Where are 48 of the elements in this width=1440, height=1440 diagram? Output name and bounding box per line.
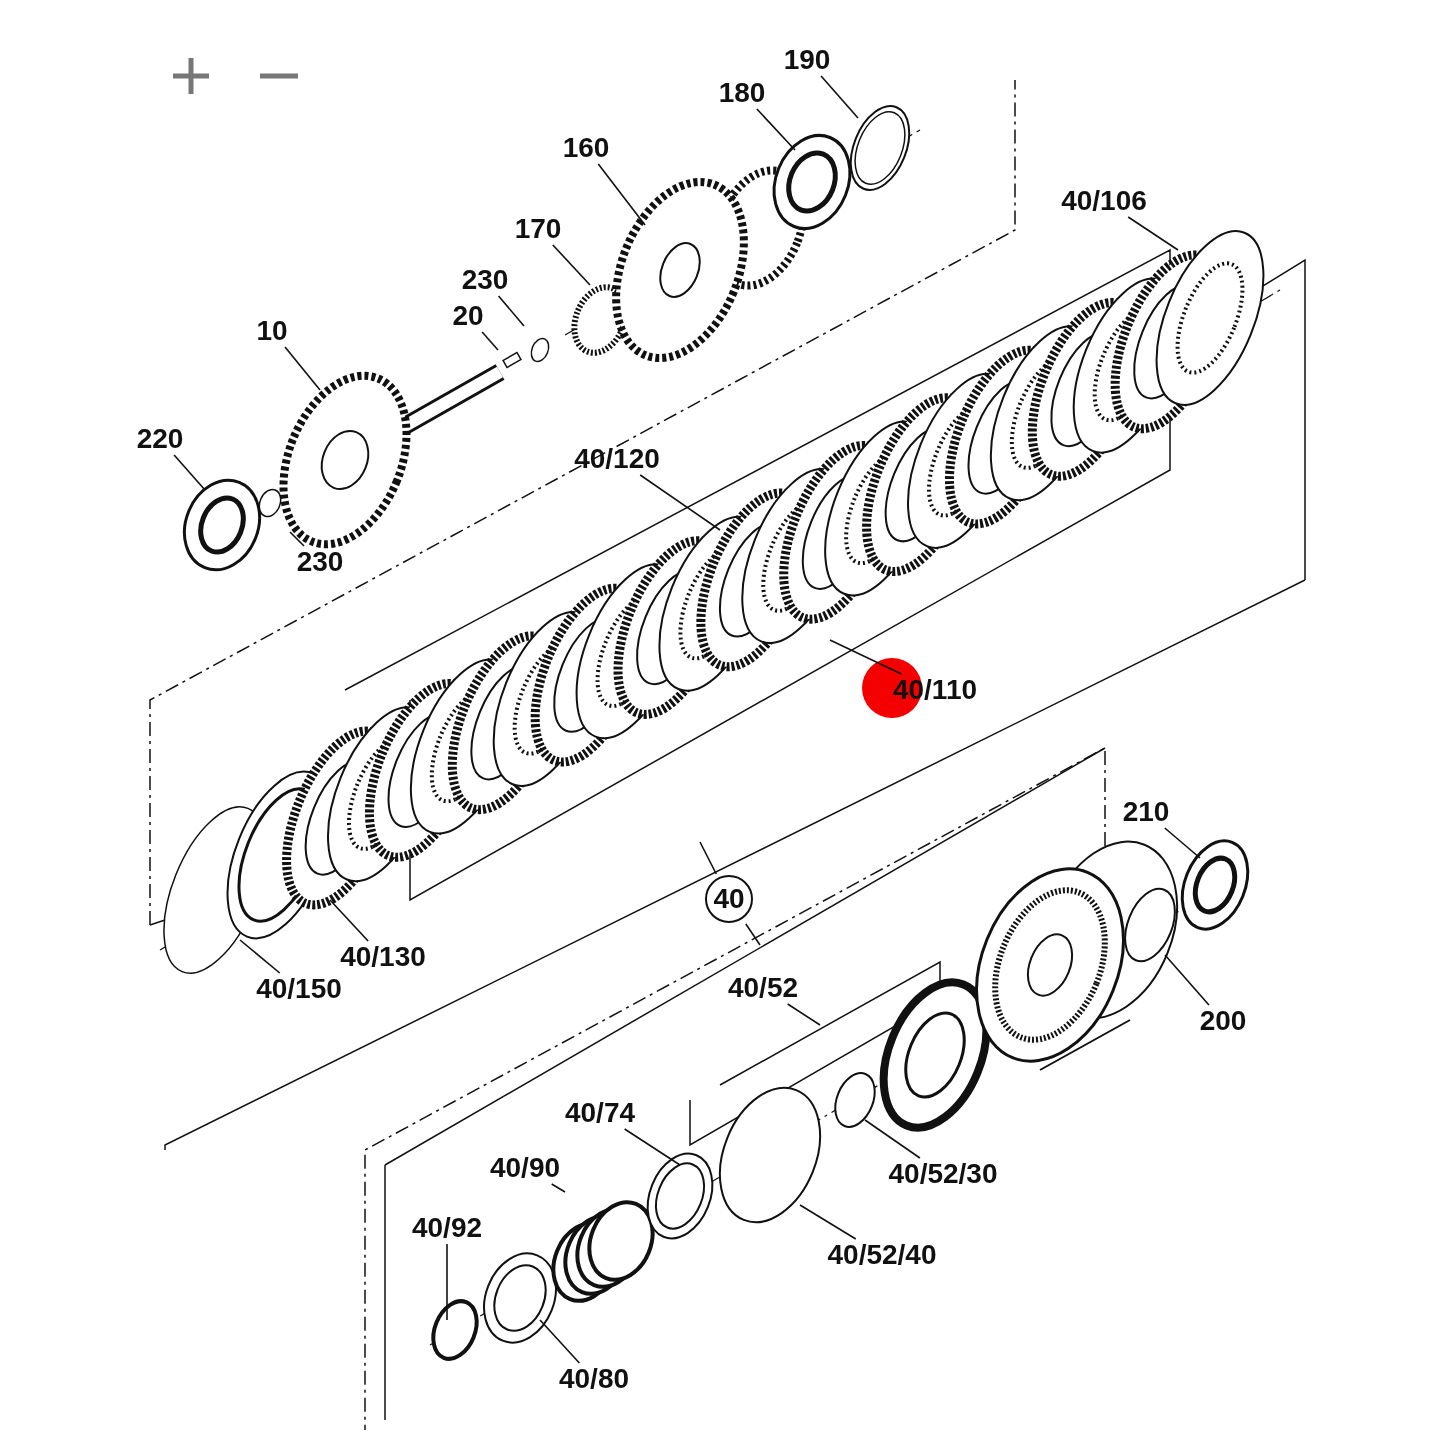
leader-line (639, 474, 721, 531)
callout-number: 40/130 (340, 942, 426, 972)
callout-number: 210 (1122, 797, 1170, 827)
leader-line (1164, 827, 1201, 859)
callout-number: 40/52/40 (827, 1240, 937, 1270)
callout-number: 10 (256, 316, 288, 346)
leader-line (289, 531, 305, 547)
leader-line (284, 346, 321, 391)
circled-callout-number: 40 (705, 875, 753, 923)
leader-line (1127, 216, 1179, 251)
leader-line (597, 163, 646, 226)
leader-line (552, 244, 591, 286)
callout-number: 40/106 (1061, 186, 1147, 216)
leader-line (820, 75, 859, 119)
leader-line (1164, 954, 1210, 1006)
callout-number: 40/150 (256, 974, 342, 1004)
callout-number: 160 (562, 133, 610, 163)
callout-number: 200 (1199, 1006, 1247, 1036)
callout-number: 40/52 (727, 973, 799, 1003)
leader-line (550, 1183, 566, 1193)
callout-number: 190 (783, 45, 831, 75)
callout-number: 180 (718, 78, 766, 108)
callout-number: 20 (452, 301, 484, 331)
leader-line (539, 1319, 581, 1364)
leader-line (864, 1119, 921, 1159)
leader-line (173, 454, 206, 491)
callout-number: 40/74 (564, 1098, 636, 1128)
leader-line (329, 899, 369, 942)
leader-line (829, 639, 903, 675)
callout-number: 220 (136, 424, 184, 454)
callout-number: 230 (461, 265, 509, 295)
leader-line (239, 939, 281, 974)
leader-line (497, 295, 525, 327)
callout-number: 40/90 (489, 1153, 561, 1183)
callout-number: 40/120 (574, 444, 660, 474)
leader-line (699, 841, 718, 875)
leader-line (799, 1204, 857, 1240)
leader-line (481, 331, 499, 351)
callout-number: 40/52/30 (888, 1159, 998, 1189)
callout-number: 40/80 (558, 1364, 630, 1394)
leader-line (745, 923, 761, 946)
leader-line (786, 1003, 821, 1026)
leader-line (756, 108, 796, 151)
callout-number: 170 (514, 214, 562, 244)
callout-number: 40/92 (411, 1213, 483, 1243)
leader-line (623, 1128, 681, 1166)
callout-number: 230 (296, 547, 344, 577)
leader-line (446, 1243, 448, 1321)
